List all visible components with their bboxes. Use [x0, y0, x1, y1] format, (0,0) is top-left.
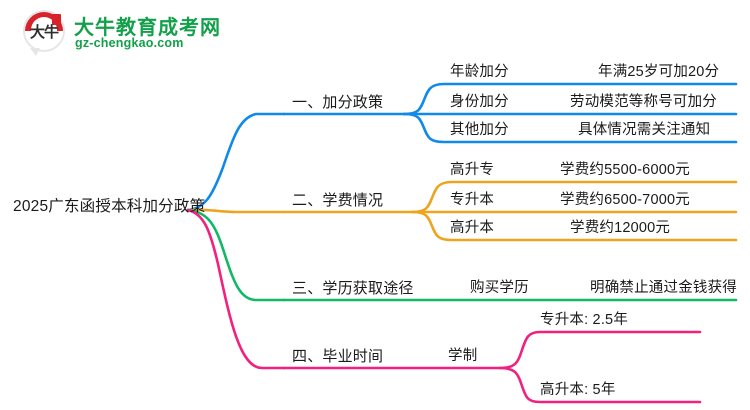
site-logo: 大牛 大牛教育成考网 gz-chengkao.com	[22, 8, 252, 56]
branch-node-1[interactable]: 一、加分政策	[292, 94, 384, 111]
logo-site-name: 大牛教育成考网	[74, 17, 221, 39]
branch-1-child-3-label[interactable]: 其他加分	[450, 122, 509, 138]
branch-2-child-2-detail[interactable]: 学费约6500-7000元	[560, 192, 690, 208]
branch-1-child-1-detail[interactable]: 年满25岁可加20分	[598, 64, 720, 80]
branch-3-child-1-label[interactable]: 购买学历	[470, 280, 529, 296]
logo-badge-text: 大牛	[29, 23, 59, 41]
logo-site-url: gz-chengkao.com	[75, 36, 184, 50]
branch-3-child-1-detail[interactable]: 明确禁止通过金钱获得	[590, 280, 737, 296]
branch-2-child-1-label[interactable]: 高升专	[450, 162, 495, 178]
branch-4-child-2-detail[interactable]: 高升本: 5年	[540, 382, 616, 398]
branch-2-child-2-label[interactable]: 专升本	[450, 192, 495, 208]
branch-node-3[interactable]: 三、学历获取途径	[292, 280, 414, 297]
branch-node-4[interactable]: 四、毕业时间	[292, 348, 384, 365]
mindmap-root-node[interactable]: 2025广东函授本科加分政策	[13, 198, 206, 215]
logo-badge-icon: 大牛	[22, 9, 68, 56]
branch-4-child-1-detail[interactable]: 专升本: 2.5年	[540, 312, 629, 328]
branch-1-child-3-detail[interactable]: 具体情况需关注通知	[578, 122, 711, 138]
branch-node-2[interactable]: 二、学费情况	[292, 192, 384, 209]
branch-4-child-1-label[interactable]: 学制	[448, 348, 478, 364]
logo-seal-shape	[52, 14, 61, 25]
branch-2-child-1-detail[interactable]: 学费约5500-6000元	[560, 162, 690, 178]
branch-2-child-3-detail[interactable]: 学费约12000元	[570, 220, 671, 236]
logo-tail-shape	[30, 48, 40, 56]
branch-1-child-2-detail[interactable]: 劳动模范等称号可加分	[570, 94, 717, 110]
branch-1-child-1-label[interactable]: 年龄加分	[450, 64, 509, 80]
branch-2-child-3-label[interactable]: 高升本	[450, 220, 495, 236]
branch-1-child-2-label[interactable]: 身份加分	[450, 94, 509, 110]
